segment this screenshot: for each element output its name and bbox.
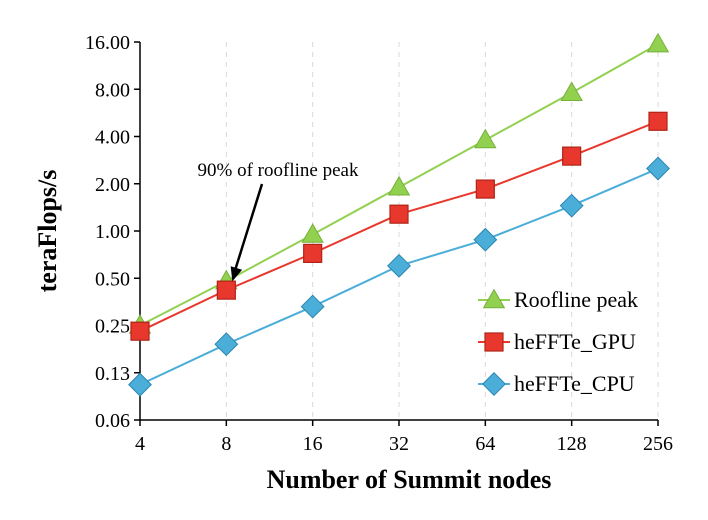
- y-tick-label: 0.13: [95, 363, 130, 385]
- data-point-heffte-cpu: [646, 156, 670, 181]
- data-point-heffte-cpu: [473, 227, 498, 252]
- legend-item-heffte-gpu: heFFTe_GPU: [478, 329, 636, 354]
- x-tick-label: 4: [135, 433, 145, 455]
- annotation-arrow-head: [230, 266, 243, 282]
- legend-item-heffte-cpu: heFFTe_CPU: [478, 371, 635, 396]
- series-heffte-gpu: [130, 111, 668, 341]
- legend: Roofline peak heFFTe_GPU heFFTe_CPU: [478, 287, 638, 396]
- x-tick-label: 256: [643, 433, 673, 455]
- data-point-heffte-gpu: [303, 243, 323, 263]
- y-tick-label: 2.00: [95, 174, 130, 196]
- annotation-text: 90% of roofline peak: [198, 160, 359, 181]
- data-point-heffte-gpu: [475, 179, 495, 199]
- series-layer: [128, 32, 670, 397]
- data-point-roofline-peak: [387, 175, 411, 196]
- x-tick-label: 32: [389, 433, 409, 455]
- y-tick-label: 16.00: [85, 32, 130, 54]
- x-tick-label: 8: [221, 433, 231, 455]
- legend-item-roofline-peak: Roofline peak: [478, 287, 638, 312]
- y-axis-title: teraFlops/s: [33, 170, 62, 293]
- x-tick-label: 64: [475, 433, 495, 455]
- data-point-roofline-peak: [301, 223, 324, 243]
- axes: 0.06 0.13 0.25 0.50 1.00 2.00 4.00 8.00 16.00 4 8 1…: [33, 32, 673, 494]
- y-tick-label: 1.00: [95, 221, 130, 243]
- legend-marker: [482, 288, 506, 309]
- grid: [225, 42, 659, 420]
- data-point-roofline-peak: [646, 32, 670, 53]
- data-point-heffte-cpu: [559, 193, 584, 218]
- legend-label: heFFTe_CPU: [514, 371, 635, 396]
- data-point-heffte-gpu: [216, 280, 236, 300]
- legend-marker: [484, 332, 504, 352]
- data-point-roofline-peak: [474, 128, 497, 149]
- legend-label: Roofline peak: [514, 287, 638, 312]
- data-point-heffte-gpu: [562, 146, 582, 166]
- x-tick-label: 128: [557, 433, 587, 455]
- data-point-heffte-cpu: [300, 294, 325, 319]
- y-tick-label: 8.00: [95, 79, 130, 101]
- y-tick-label: 4.00: [95, 127, 130, 149]
- data-point-heffte-gpu: [130, 321, 150, 341]
- y-tick-label: 0.50: [95, 268, 130, 290]
- data-point-roofline-peak: [560, 81, 583, 102]
- data-point-heffte-gpu: [648, 111, 668, 131]
- data-point-heffte-cpu: [214, 332, 239, 357]
- y-tick-label: 0.25: [95, 316, 130, 338]
- x-tick-label: 16: [303, 433, 323, 455]
- annotation: 90% of roofline peak: [198, 160, 359, 282]
- data-point-heffte-cpu: [128, 372, 152, 397]
- legend-marker: [482, 372, 506, 396]
- series-heffte-cpu: [128, 156, 670, 397]
- data-point-heffte-gpu: [389, 204, 409, 224]
- data-point-heffte-cpu: [387, 253, 411, 278]
- legend-label: heFFTe_GPU: [514, 329, 636, 354]
- y-tick-label: 0.06: [95, 410, 130, 432]
- x-axis-title: Number of Summit nodes: [267, 465, 552, 494]
- annotation-arrow-line: [234, 183, 264, 270]
